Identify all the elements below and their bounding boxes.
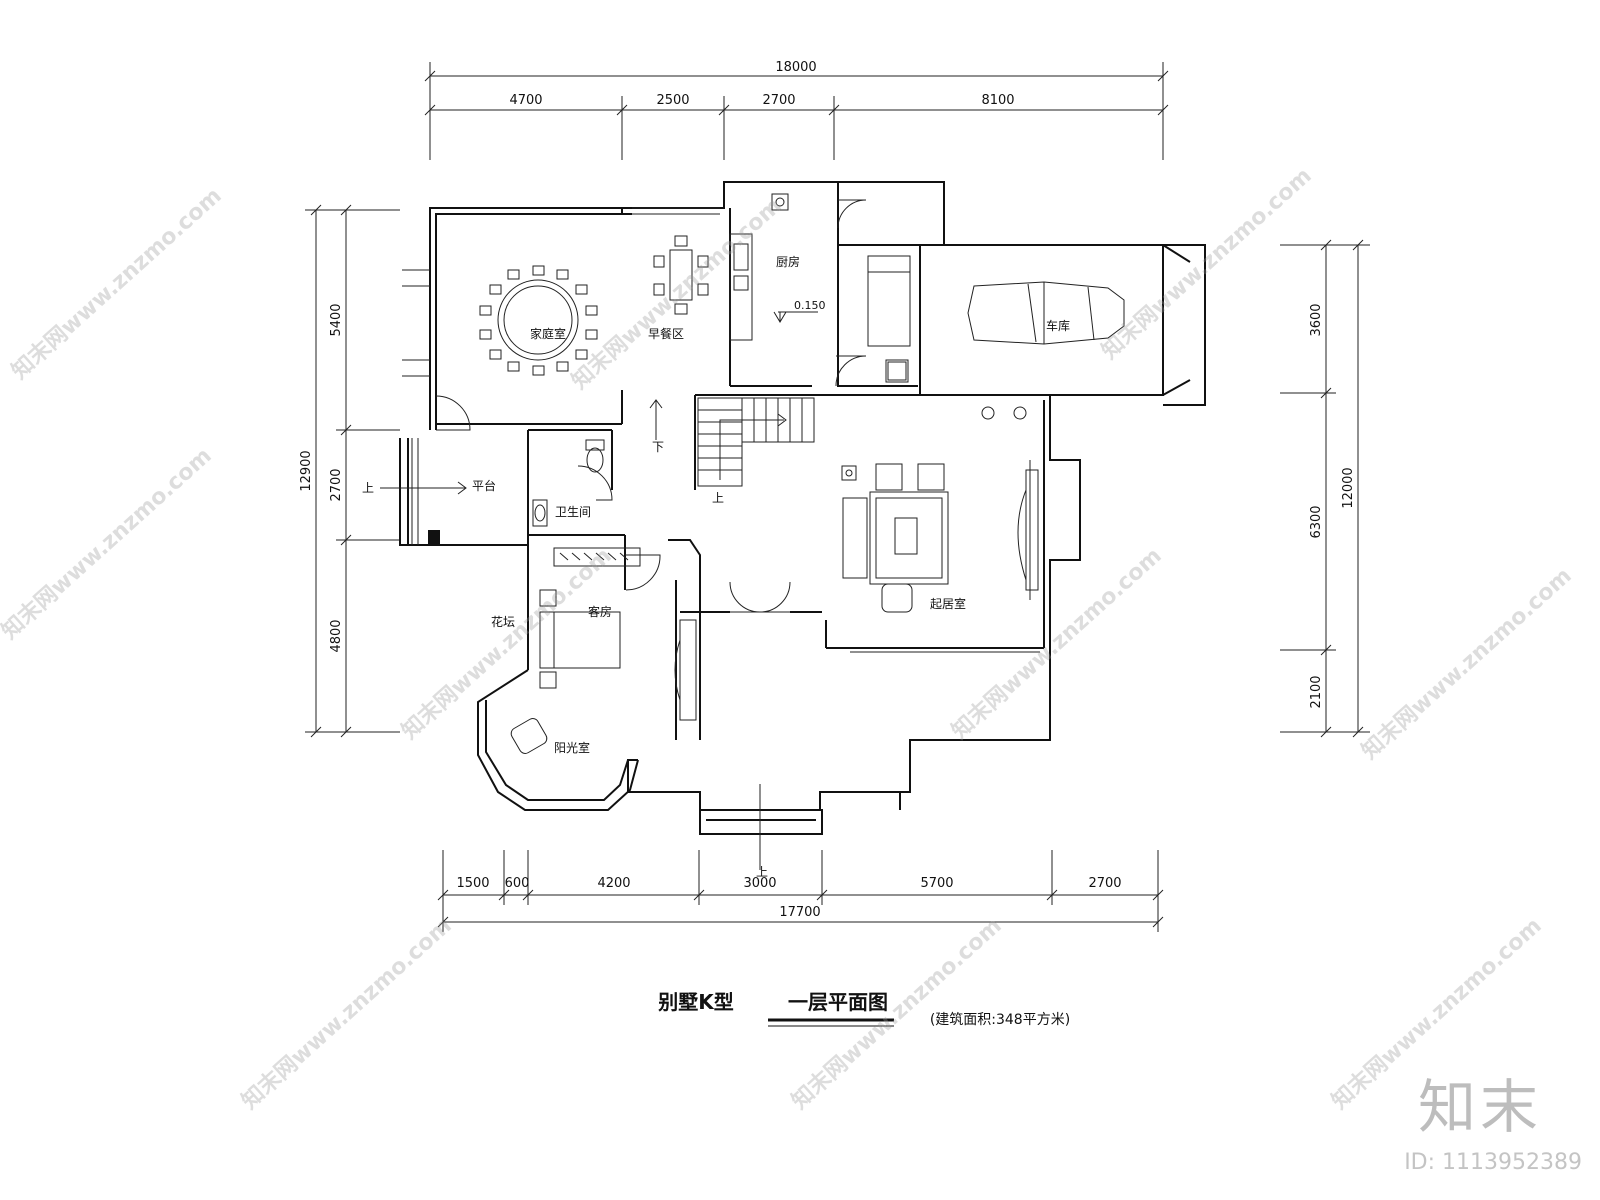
bottom-dimension-5: 5700: [920, 876, 953, 891]
terrace-up-label: 上: [362, 481, 374, 495]
south-entry-up-label: 上: [756, 865, 768, 879]
left-dimensions: [305, 204, 400, 738]
drawing-id-label: ID: 1113952389: [1404, 1150, 1582, 1175]
right-dimensions: [1280, 239, 1370, 738]
watermark-text: 知末网www.znzmo.com: [1357, 563, 1577, 765]
right-dimension-3: 2100: [1309, 675, 1324, 708]
top-dimension-1: 4700: [509, 93, 542, 108]
doors: [435, 199, 867, 613]
drawing-area-note: (建筑面积:348平方米): [930, 1012, 1070, 1028]
car: [967, 281, 1125, 345]
top-dimension-3: 2700: [762, 93, 795, 108]
top-total-dimension: 18000: [775, 60, 816, 75]
watermark-text: 知末网www.znzmo.com: [7, 183, 227, 385]
breakfast-table: [653, 235, 709, 315]
drawing-title-name: 别墅K型: [657, 990, 734, 1014]
watermark-text: 知末网www.znzmo.com: [567, 193, 787, 395]
guest-room-furniture: [539, 547, 697, 721]
brand-watermark: 知末: [1417, 1073, 1542, 1141]
left-dimension-1: 5400: [329, 303, 344, 336]
watermark-text: 知末网www.znzmo.com: [0, 443, 217, 645]
room-label-terrace: 平台: [472, 478, 496, 493]
kitchen-counter: [729, 193, 818, 341]
left-dimension-2: 2700: [329, 468, 344, 501]
laundry-appliances: [867, 255, 911, 383]
bottom-dimension-3: 4200: [597, 876, 630, 891]
bottom-dimensions: [437, 850, 1164, 932]
bottom-dimension-1: 1500: [456, 876, 489, 891]
watermark-text: 知末网www.znzmo.com: [237, 913, 457, 1115]
bathroom-fixtures: [532, 439, 605, 527]
windows: [402, 207, 1040, 653]
room-label-flower-bed: 花坛: [491, 614, 515, 629]
sunroom-chair: [510, 718, 548, 754]
top-dimensions: [424, 62, 1169, 160]
room-label-bathroom: 卫生间: [555, 505, 591, 519]
right-dimension-2: 6300: [1309, 505, 1324, 538]
top-dimension-2: 2500: [656, 93, 689, 108]
watermark-text: 知末网www.znzmo.com: [397, 543, 617, 745]
room-label-breakfast: 早餐区: [648, 326, 684, 341]
staircase: [649, 397, 815, 487]
exterior-walls: [399, 181, 1206, 835]
left-dimension-3: 4800: [329, 619, 344, 652]
right-dimension-1: 3600: [1309, 303, 1324, 336]
room-label-garage: 车库: [1046, 318, 1070, 333]
stair-up-label: 上: [712, 491, 724, 505]
interior-walls: [436, 182, 1050, 740]
bottom-dimension-2: 600: [505, 876, 530, 891]
bottom-dimension-4: 3000: [743, 876, 776, 891]
drawing-title-plan: 一层平面图: [788, 990, 888, 1014]
round-dining-table: [479, 265, 598, 376]
stair-down-label: 下: [652, 440, 664, 454]
terrace-steps: [380, 438, 467, 545]
elevation-mark: 0.150: [794, 299, 826, 312]
room-label-kitchen: 厨房: [776, 254, 800, 269]
watermark-text: 知末网www.znzmo.com: [1097, 163, 1317, 365]
room-label-family-room: 家庭室: [530, 326, 566, 341]
right-total-dimension: 12000: [1341, 467, 1356, 508]
bottom-total-dimension: 17700: [779, 905, 820, 920]
room-label-sunroom: 阳光室: [554, 740, 590, 755]
living-room-furniture: [841, 406, 1039, 613]
bottom-dimension-6: 2700: [1088, 876, 1121, 891]
room-label-guest-room: 客房: [588, 604, 612, 619]
top-dimension-4: 8100: [981, 93, 1014, 108]
left-total-dimension: 12900: [299, 450, 314, 491]
room-label-living-room: 起居室: [930, 596, 966, 611]
watermark-text: 知末网www.znzmo.com: [947, 543, 1167, 745]
terrace-column: [428, 530, 440, 544]
